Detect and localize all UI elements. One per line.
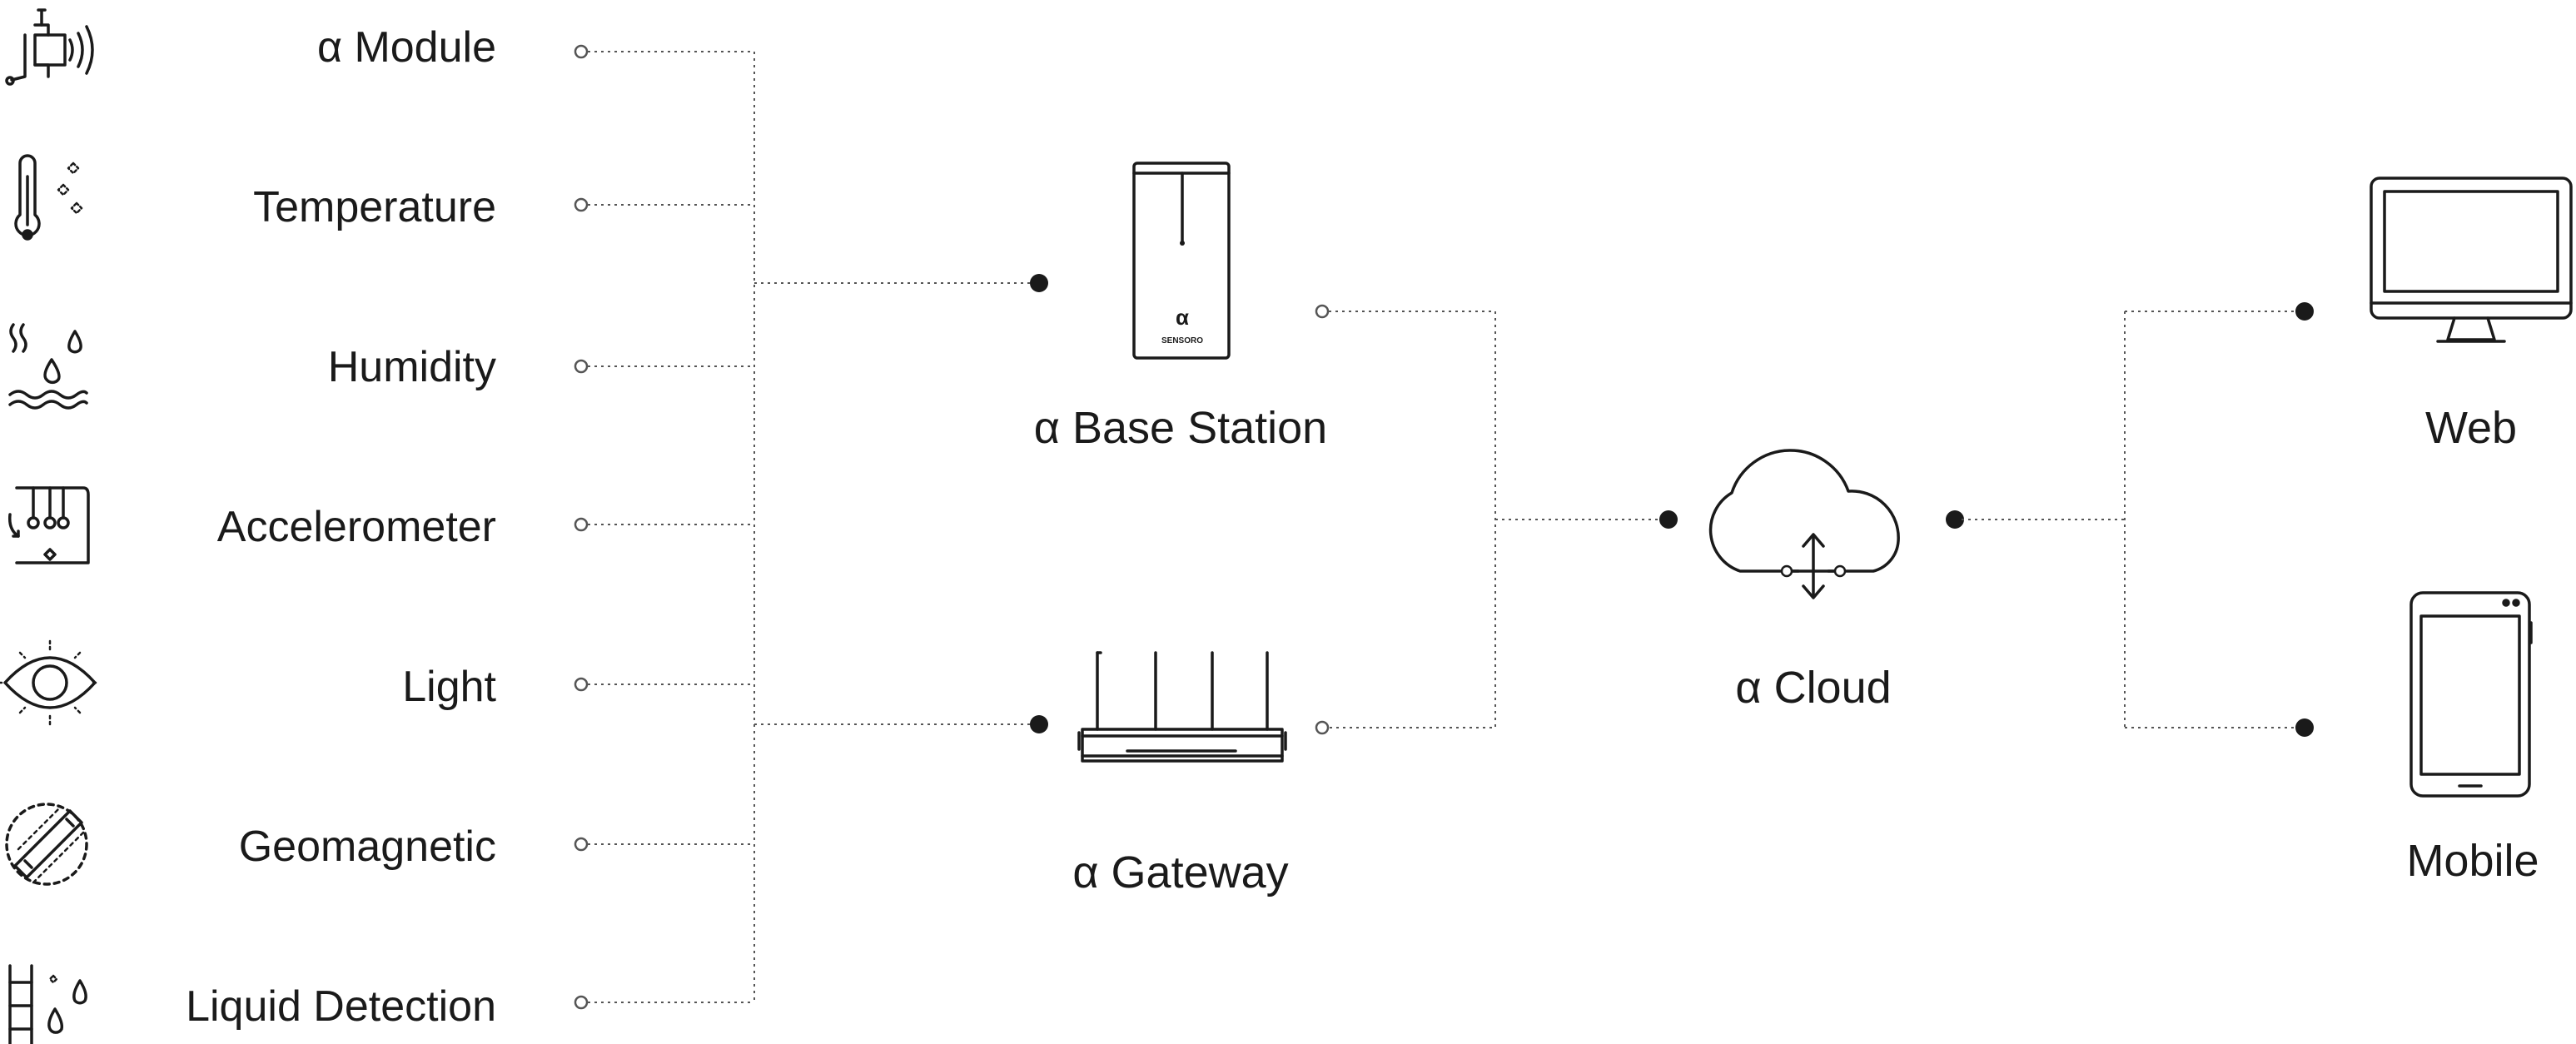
base-station-device-brand: SENSORO (1161, 336, 1203, 346)
web-label: Web (2425, 403, 2517, 453)
sensor-connectors (588, 51, 1037, 1003)
gateway-label: α Gateway (1072, 848, 1288, 897)
sensor-label-light: Light (402, 663, 496, 711)
module-icon (5, 8, 94, 86)
mobile-label: Mobile (2406, 836, 2539, 886)
base-station-label: α Base Station (1034, 403, 1327, 453)
phone-icon (2409, 591, 2533, 798)
cloud-input-port (1659, 510, 1678, 529)
cloud-connectors (1315, 304, 1668, 735)
web-input-port (2295, 302, 2314, 321)
sensor-label-temperature: Temperature (253, 183, 496, 231)
cloud-label: α Cloud (1735, 663, 1891, 713)
monitor-icon (2370, 176, 2573, 343)
mobile-input-port (2295, 718, 2314, 737)
humidity-icon (8, 323, 88, 410)
cloud-output-port (1946, 510, 1964, 529)
cloud-icon (1708, 449, 1900, 599)
sensor-label-accelerometer: Accelerometer (217, 503, 496, 551)
gateway-input-port (1030, 715, 1048, 733)
base-station-input-port (1030, 274, 1048, 292)
eye-icon (0, 639, 100, 728)
sensor-label-humidity: Humidity (328, 343, 496, 391)
liquid-detection-icon (8, 964, 87, 1044)
geomagnetic-icon (5, 803, 88, 886)
sensor-ports (574, 44, 589, 1010)
accelerometer-icon (7, 486, 90, 564)
thermometer-icon (14, 154, 83, 241)
sensor-label-module: α Module (317, 23, 496, 72)
base-station-icon: α SENSORO (1132, 162, 1231, 360)
sensor-label-geomagnetic: Geomagnetic (239, 823, 496, 871)
client-connectors (1962, 311, 2305, 728)
router-icon (1077, 651, 1287, 763)
sensor-label-liquid-detection: Liquid Detection (186, 982, 496, 1031)
base-station-device-mark: α (1176, 305, 1189, 330)
